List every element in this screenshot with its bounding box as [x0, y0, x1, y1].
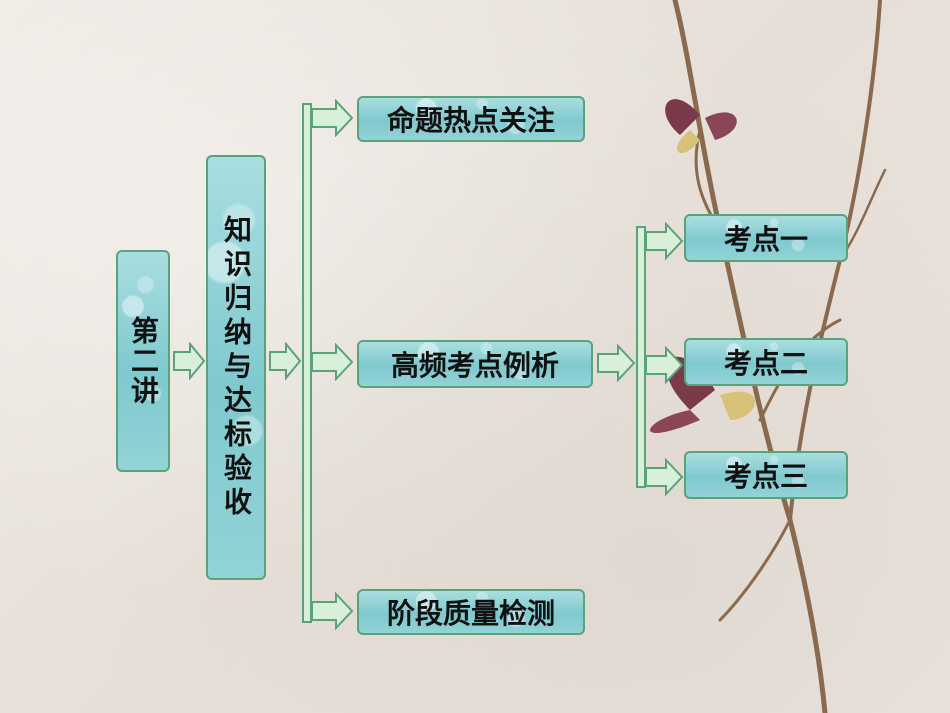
arrow-right-icon [597, 344, 636, 382]
lecture-label: 第二讲 [127, 316, 160, 406]
arrow-right-icon [311, 343, 354, 381]
lecture-box[interactable]: 第二讲 [116, 250, 170, 472]
point-1-label: 考点一 [723, 223, 808, 256]
branch-hotspots-label: 命题热点关注 [386, 104, 555, 137]
arrow-right-icon [645, 458, 684, 496]
point-3-label: 考点三 [723, 460, 808, 493]
summary-box[interactable]: 知识归纳与达标验收 [206, 155, 266, 580]
branch-quality-test-box[interactable]: 阶段质量检测 [357, 589, 585, 635]
point-2-box[interactable]: 考点二 [684, 338, 848, 386]
branch-key-points-label: 高频考点例析 [390, 349, 559, 382]
arrow-right-icon [269, 342, 302, 380]
arrow-right-icon [645, 346, 684, 384]
arrow-right-icon [311, 99, 354, 137]
arrow-right-icon [645, 222, 684, 260]
point-3-box[interactable]: 考点三 [684, 451, 848, 499]
branch-key-points-box[interactable]: 高频考点例析 [357, 340, 593, 388]
arrow-right-icon [311, 592, 354, 630]
branch-quality-test-label: 阶段质量检测 [386, 597, 555, 630]
summary-label: 知识归纳与达标验收 [220, 214, 253, 521]
point-2-label: 考点二 [723, 347, 808, 380]
arrow-right-icon [173, 342, 206, 380]
butterfly-top [665, 99, 737, 154]
point-1-box[interactable]: 考点一 [684, 214, 848, 262]
branch-hotspots-box[interactable]: 命题热点关注 [357, 96, 585, 142]
